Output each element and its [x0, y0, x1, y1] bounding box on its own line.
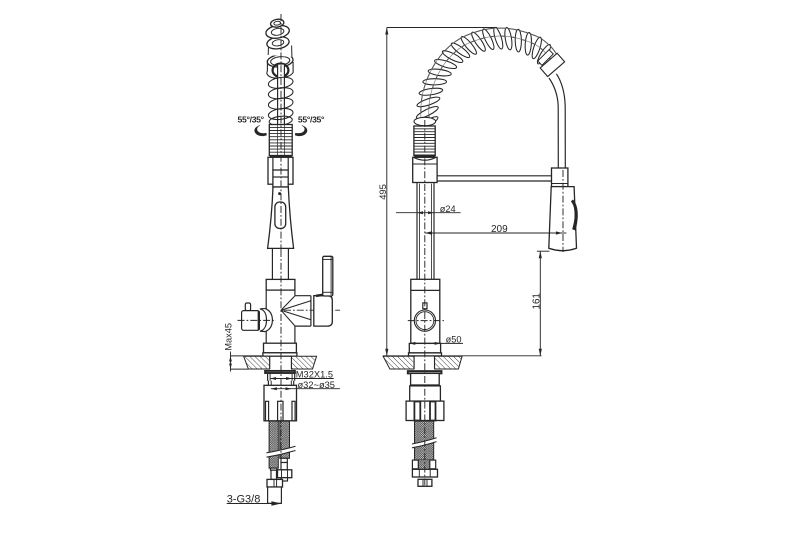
svg-text:55°/35°: 55°/35° [298, 114, 325, 124]
svg-text:ø32~ø35: ø32~ø35 [298, 380, 335, 390]
svg-text:Max45: Max45 [224, 323, 234, 351]
svg-text:55°/35°: 55°/35° [238, 114, 265, 124]
svg-text:3-G3/8: 3-G3/8 [227, 494, 261, 506]
svg-text:495: 495 [377, 184, 388, 200]
svg-text:ø50: ø50 [446, 335, 462, 345]
svg-text:M32X1.5: M32X1.5 [296, 370, 333, 380]
svg-text:209: 209 [491, 224, 508, 235]
svg-text:ø24: ø24 [440, 204, 456, 214]
svg-text:161: 161 [531, 293, 542, 309]
